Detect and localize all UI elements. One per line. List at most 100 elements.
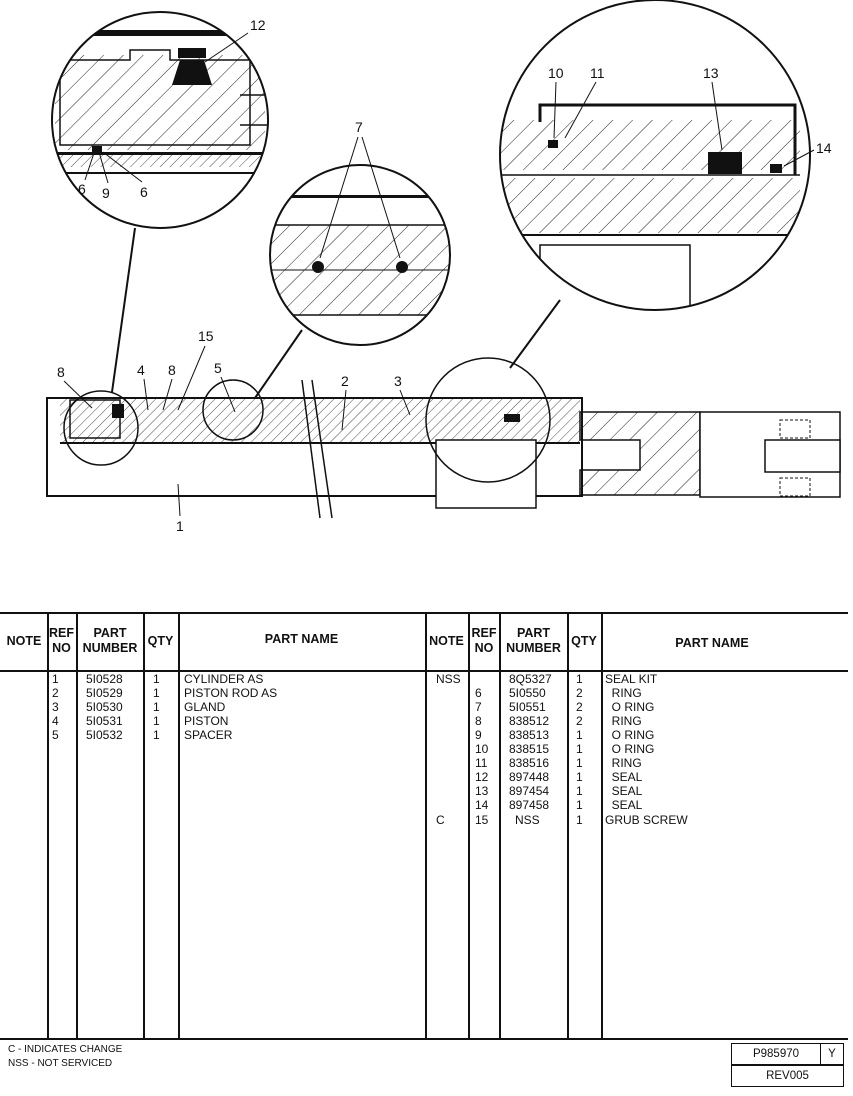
callout-11: 11: [590, 65, 605, 81]
part-number-cell: 5I0530: [86, 700, 123, 714]
part-number-cell: 838513: [509, 728, 550, 742]
col-divider: [47, 612, 49, 1040]
note-cell: NSS: [436, 672, 461, 686]
callout-12: 12: [250, 17, 266, 33]
qty-cell: 1: [576, 728, 583, 742]
note-change-legend: C - INDICATES CHANGE: [8, 1044, 123, 1055]
part-number-cell: 5I0532: [86, 728, 123, 742]
cylinder-main-view: [46, 357, 841, 519]
ref-cell: 5: [52, 728, 59, 742]
part-name-cell: SPACER: [184, 728, 233, 742]
header-ref-right-line1: REF: [471, 626, 497, 640]
callout-labels: 12 6 9 6 7 10 11 13 14 15 8 4 8 5 2 3 1: [57, 17, 832, 534]
part-name-cell: GRUB SCREW: [605, 813, 688, 827]
page-letter-box: Y: [820, 1043, 844, 1065]
qty-cell: 1: [576, 798, 583, 812]
parts-table: NOTE REF NO PART NUMBER QTY PART NAME NO…: [0, 612, 853, 1042]
detail-view-left: [51, 11, 269, 229]
ref-cell: 10: [475, 742, 489, 756]
part-name-cell: RING: [605, 756, 642, 770]
header-part-number: PART NUMBER: [77, 626, 143, 656]
callout-15: 15: [198, 328, 214, 344]
qty-cell: 1: [153, 728, 160, 742]
part-name-cell: PISTON: [184, 714, 229, 728]
ref-cell: 14: [475, 798, 489, 812]
ref-cell: 1: [52, 672, 59, 686]
callout-14: 14: [816, 140, 832, 156]
header-part-number-right: PART NUMBER: [500, 626, 567, 656]
part-number-cell: 5I0528: [86, 672, 123, 686]
qty-cell: 1: [576, 813, 583, 827]
col-divider: [425, 612, 427, 1040]
part-name-cell: RING: [605, 686, 642, 700]
callout-8b: 8: [168, 362, 176, 378]
callout-1: 1: [176, 518, 184, 534]
header-part-number-line2: NUMBER: [82, 641, 138, 655]
header-part-name-right: PART NAME: [675, 636, 749, 650]
part-name-cell: O RING: [605, 728, 655, 742]
header-part-number-right-line1: PART: [516, 626, 551, 640]
qty-cell: 1: [576, 672, 583, 686]
callout-6a: 6: [78, 181, 86, 197]
table-header-rule: [0, 670, 848, 672]
qty-cell: 1: [153, 672, 160, 686]
part-number-cell: 897454: [509, 784, 550, 798]
note-cell: C: [436, 813, 445, 827]
ref-cell: 12: [475, 770, 489, 784]
part-number-cell: 5I0550: [509, 686, 546, 700]
col-divider: [76, 612, 78, 1040]
part-number-cell: 5I0531: [86, 714, 123, 728]
part-number-cell: 838516: [509, 756, 550, 770]
header-ref-line2: NO: [52, 641, 71, 655]
callout-8a: 8: [57, 364, 65, 380]
header-part-number-line1: PART: [93, 626, 127, 640]
page-code-box: P985970: [731, 1043, 821, 1065]
callout-5: 5: [214, 360, 222, 376]
part-number-cell: 838515: [509, 742, 550, 756]
header-note-right: NOTE: [429, 634, 464, 648]
part-name-cell: CYLINDER AS: [184, 672, 264, 686]
detail-view-right: [499, 0, 811, 311]
header-qty: QTY: [147, 634, 174, 648]
ref-cell: 2: [52, 686, 59, 700]
col-divider: [601, 612, 603, 1040]
part-name-cell: GLAND: [184, 700, 226, 714]
part-number-cell: 5I0529: [86, 686, 123, 700]
part-name-cell: PISTON ROD AS: [184, 686, 278, 700]
part-number-cell: 897448: [509, 770, 550, 784]
ref-cell: 15: [475, 813, 489, 827]
callout-6b: 6: [140, 184, 148, 200]
qty-cell: 1: [576, 756, 583, 770]
ref-cell: 9: [475, 728, 482, 742]
note-nss-legend: NSS - NOT SERVICED: [8, 1057, 113, 1069]
header-ref-line1: REF: [49, 626, 74, 640]
ref-cell: 11: [475, 756, 488, 770]
header-qty-right: QTY: [571, 634, 597, 648]
ref-cell: 7: [475, 700, 482, 714]
table-top-rule: [0, 612, 848, 614]
qty-cell: 1: [576, 784, 583, 798]
ref-cell: 6: [475, 686, 482, 700]
col-divider: [499, 612, 501, 1040]
header-part-number-right-line2: NUMBER: [506, 641, 561, 655]
header-part-name: PART NAME: [264, 632, 339, 646]
header-ref: REF NO: [47, 626, 76, 656]
qty-cell: 1: [153, 686, 160, 700]
revision-box: REV005: [731, 1065, 844, 1087]
part-number-cell: 838512: [509, 714, 550, 728]
part-number-cell: 897458: [509, 798, 550, 812]
ref-cell: 8: [475, 714, 482, 728]
table-bottom-rule: [0, 1038, 848, 1040]
part-name-cell: SEAL KIT: [605, 672, 658, 686]
qty-cell: 2: [576, 714, 583, 728]
detail-view-middle: [269, 164, 451, 346]
qty-cell: 1: [153, 700, 160, 714]
footer-notes: C - INDICATES CHANGE NSS - NOT SERVICED: [8, 1043, 122, 1070]
col-divider: [567, 612, 569, 1040]
ref-cell: 3: [52, 700, 59, 714]
qty-cell: 1: [153, 714, 160, 728]
col-divider: [468, 612, 470, 1040]
part-number-cell: NSS: [515, 813, 540, 827]
detail-leader-lines: [111, 227, 561, 399]
header-ref-right: REF NO: [469, 626, 499, 656]
